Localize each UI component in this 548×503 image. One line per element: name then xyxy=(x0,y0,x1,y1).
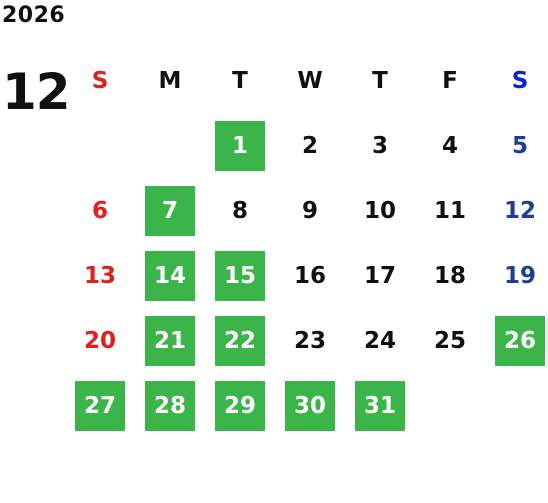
calendar-day-number: 4 xyxy=(441,132,458,159)
weekday-header: T xyxy=(232,67,248,94)
calendar-day-cell[interactable]: 10 xyxy=(345,178,415,243)
calendar-day-cell[interactable]: 11 xyxy=(415,178,485,243)
calendar-day-cell[interactable]: 12 xyxy=(485,178,548,243)
calendar-day-number: 29 xyxy=(215,380,265,431)
calendar-day-cell[interactable]: 14 xyxy=(135,243,205,308)
calendar-day-number: 13 xyxy=(83,262,116,289)
calendar-day-number: 21 xyxy=(145,315,195,366)
calendar-day-number: 14 xyxy=(145,250,195,301)
calendar-day-cell[interactable]: 20 xyxy=(65,308,135,373)
calendar-day-cell[interactable]: 19 xyxy=(485,243,548,308)
calendar-day-cell[interactable]: 8 xyxy=(205,178,275,243)
calendar-day-cell[interactable]: 21 xyxy=(135,308,205,373)
calendar-day-cell[interactable]: 4 xyxy=(415,113,485,178)
calendar-day-number: 11 xyxy=(433,197,466,224)
year-label: 2026 xyxy=(2,3,66,28)
weekday-header: T xyxy=(372,67,388,94)
calendar-day-cell[interactable]: 18 xyxy=(415,243,485,308)
calendar-day-cell[interactable]: 24 xyxy=(345,308,415,373)
calendar-day-number: 1 xyxy=(215,120,265,171)
calendar-day-number: 5 xyxy=(511,132,528,159)
calendar-day-cell[interactable]: 27 xyxy=(65,373,135,438)
calendar-day-number: 9 xyxy=(301,197,318,224)
calendar-day-number: 16 xyxy=(293,262,326,289)
calendar-day-cell[interactable]: 6 xyxy=(65,178,135,243)
weekday-header: S xyxy=(511,67,529,94)
calendar-day-number: 25 xyxy=(433,327,466,354)
calendar-day-number: 24 xyxy=(363,327,396,354)
calendar-day-cell[interactable]: 23 xyxy=(275,308,345,373)
calendar-day-number: 8 xyxy=(231,197,248,224)
calendar-day-cell[interactable]: 1 xyxy=(205,113,275,178)
calendar-day-number: 12 xyxy=(503,197,536,224)
weekday-header: W xyxy=(297,67,323,94)
calendar-day-number: 20 xyxy=(83,327,116,354)
calendar-day-cell[interactable]: 26 xyxy=(485,308,548,373)
weekday-header: S xyxy=(91,67,109,94)
calendar-day-number: 6 xyxy=(91,197,108,224)
calendar-day-number: 10 xyxy=(363,197,396,224)
calendar-day-cell[interactable]: 16 xyxy=(275,243,345,308)
calendar-day-number: 7 xyxy=(145,185,195,236)
calendar-day-cell[interactable]: 5 xyxy=(485,113,548,178)
calendar-day-number: 28 xyxy=(145,380,195,431)
calendar-day-cell[interactable]: 3 xyxy=(345,113,415,178)
calendar-day-number: 22 xyxy=(215,315,265,366)
calendar-day-cell[interactable]: 17 xyxy=(345,243,415,308)
calendar-day-number: 3 xyxy=(371,132,388,159)
calendar-day-number: 2 xyxy=(301,132,318,159)
weekday-header: F xyxy=(442,67,458,94)
calendar-day-number: 31 xyxy=(355,380,405,431)
calendar-day-cell[interactable]: 9 xyxy=(275,178,345,243)
calendar-day-number: 15 xyxy=(215,250,265,301)
calendar-day-cell[interactable]: 29 xyxy=(205,373,275,438)
weekday-header: M xyxy=(158,67,182,94)
calendar-day-cell[interactable]: 30 xyxy=(275,373,345,438)
calendar-day-number: 30 xyxy=(285,380,335,431)
calendar-day-number: 17 xyxy=(363,262,396,289)
calendar-day-number: 27 xyxy=(75,380,125,431)
calendar-day-cell[interactable]: 25 xyxy=(415,308,485,373)
calendar-day-cell[interactable]: 28 xyxy=(135,373,205,438)
calendar-day-number: 26 xyxy=(495,315,545,366)
calendar-day-cell[interactable]: 22 xyxy=(205,308,275,373)
calendar-day-cell[interactable]: 15 xyxy=(205,243,275,308)
calendar-day-cell[interactable]: 31 xyxy=(345,373,415,438)
calendar-day-number: 19 xyxy=(503,262,536,289)
calendar-day-cell[interactable]: 7 xyxy=(135,178,205,243)
calendar-day-number: 23 xyxy=(293,327,326,354)
calendar-day-number: 18 xyxy=(433,262,466,289)
calendar-day-cell[interactable]: 2 xyxy=(275,113,345,178)
calendar-day-cell[interactable]: 13 xyxy=(65,243,135,308)
month-number: 12 xyxy=(2,63,71,121)
